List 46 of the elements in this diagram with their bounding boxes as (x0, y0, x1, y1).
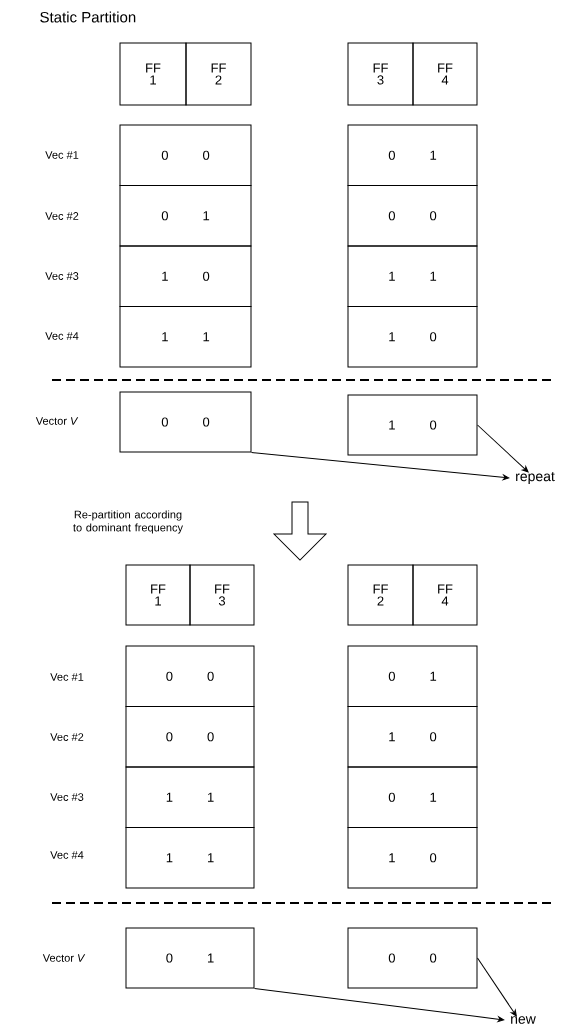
row-label: Vector V (42, 954, 86, 962)
value-row: 1 0 (347, 827, 478, 889)
title: Static Partition (40, 11, 136, 23)
value-row: 1 0 (119, 245, 252, 307)
value-row: 1 0 (347, 706, 478, 768)
row-label: Vec #1 (45, 151, 79, 159)
value-row: 0 0 (347, 185, 478, 247)
arrow (251, 452, 510, 481)
row-label: Vec #2 (50, 733, 84, 741)
vector-box: 0 1 (125, 927, 255, 989)
row-label: Vec #2 (45, 212, 79, 220)
row-label: Vec #4 (45, 332, 79, 340)
vector-box: 0 0 (347, 927, 478, 989)
value-row: 0 1 (347, 766, 478, 828)
header-cell: FF 3 (347, 42, 414, 106)
header-cell: FF 1 (119, 42, 187, 106)
row-label: Vec #3 (50, 793, 84, 801)
value-row: 0 0 (125, 645, 255, 707)
value-row: 1 0 (347, 306, 478, 368)
value-row: 1 1 (347, 245, 478, 307)
arrow (477, 424, 529, 473)
vector-box: 1 0 (347, 394, 478, 456)
value-row: 1 1 (119, 306, 252, 368)
value-row: 0 1 (347, 645, 478, 707)
caption-text: Re-partition according to dominant frequency (73, 510, 183, 534)
header-cell: FF 3 (189, 564, 255, 626)
result-text: repeat (516, 472, 555, 484)
header-cell: FF 4 (412, 564, 478, 626)
value-row: 0 1 (119, 185, 252, 247)
row-label: Vec #1 (50, 673, 84, 681)
value-row: 1 1 (125, 766, 255, 828)
vector-box: 0 0 (119, 391, 252, 453)
value-row: 0 0 (125, 706, 255, 768)
arrow (477, 957, 517, 1017)
header-cell: FF 4 (412, 42, 478, 106)
header-cell: FF 1 (125, 564, 191, 626)
value-row: 0 1 (347, 124, 478, 186)
value-row: 0 0 (119, 124, 252, 186)
value-row: 1 1 (125, 827, 255, 889)
arrow (254, 988, 505, 1022)
header-cell: FF 2 (185, 42, 252, 106)
row-label: Vec #4 (50, 851, 84, 859)
result-text: new (511, 1016, 536, 1024)
header-cell: FF 2 (347, 564, 414, 626)
row-label: Vector V (35, 417, 79, 425)
row-label: Vec #3 (45, 272, 79, 280)
